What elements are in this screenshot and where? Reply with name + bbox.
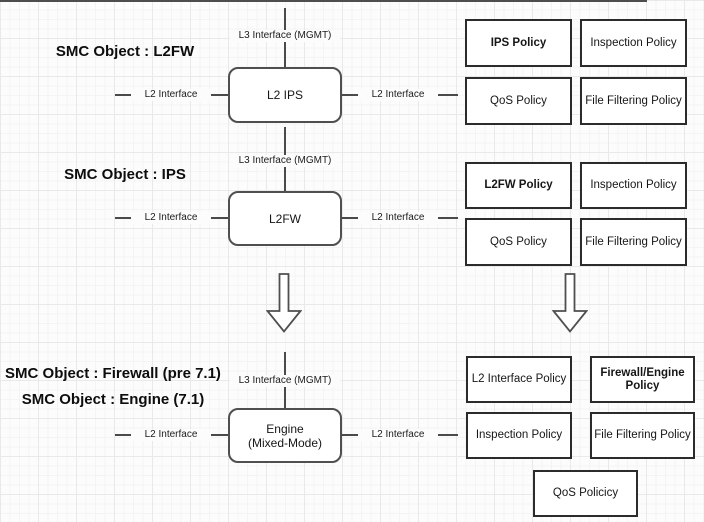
- section3-policy-qos: QoS Policicy: [533, 470, 638, 517]
- section3-l3-interface-label: L3 Interface (MGMT): [230, 375, 340, 387]
- section3-title-line2: SMC Object : Engine (7.1): [21, 391, 205, 408]
- section3-l2-right-label: L2 Interface: [358, 429, 438, 441]
- section1-policy-ips: IPS Policy: [465, 19, 572, 67]
- section1-title: SMC Object : L2FW: [55, 43, 195, 60]
- section1-node-l2ips: L2 IPS: [228, 67, 342, 123]
- section2-node-l2fw: L2FW: [228, 191, 342, 246]
- section1-policy-qos: QoS Policy: [465, 77, 572, 125]
- right-down-arrow-icon: [552, 273, 588, 333]
- section1-l2-left-label: L2 Interface: [131, 89, 211, 101]
- top-border-line: [0, 0, 647, 2]
- section3-policy-inspection: Inspection Policy: [466, 412, 572, 459]
- section3-node-engine: Engine (Mixed-Mode): [228, 408, 342, 463]
- section2-policy-qos: QoS Policy: [465, 218, 572, 266]
- section2-policy-inspection: Inspection Policy: [580, 162, 687, 209]
- section2-l2-left-label: L2 Interface: [131, 212, 211, 224]
- section2-l3-interface-label: L3 Interface (MGMT): [230, 155, 340, 167]
- section3-policy-file-filtering: File Filtering Policy: [590, 412, 695, 459]
- section3-policy-l2-interface: L2 Interface Policy: [466, 356, 572, 403]
- section3-title-line1: SMC Object : Firewall (pre 7.1): [5, 365, 221, 382]
- left-down-arrow-icon: [266, 273, 302, 333]
- section3-policy-firewall-engine: Firewall/Engine Policy: [590, 356, 695, 403]
- section2-l2-right-label: L2 Interface: [358, 212, 438, 224]
- section2-policy-l2fw: L2FW Policy: [465, 162, 572, 209]
- section2-policy-file-filtering: File Filtering Policy: [580, 218, 687, 266]
- section1-policy-file-filtering: File Filtering Policy: [580, 77, 687, 125]
- section3-l2-left-label: L2 Interface: [131, 429, 211, 441]
- section1-l2-right-label: L2 Interface: [358, 89, 438, 101]
- section1-policy-inspection: Inspection Policy: [580, 19, 687, 67]
- section2-title: SMC Object : IPS: [64, 166, 186, 183]
- section1-l3-interface-label: L3 Interface (MGMT): [230, 30, 340, 42]
